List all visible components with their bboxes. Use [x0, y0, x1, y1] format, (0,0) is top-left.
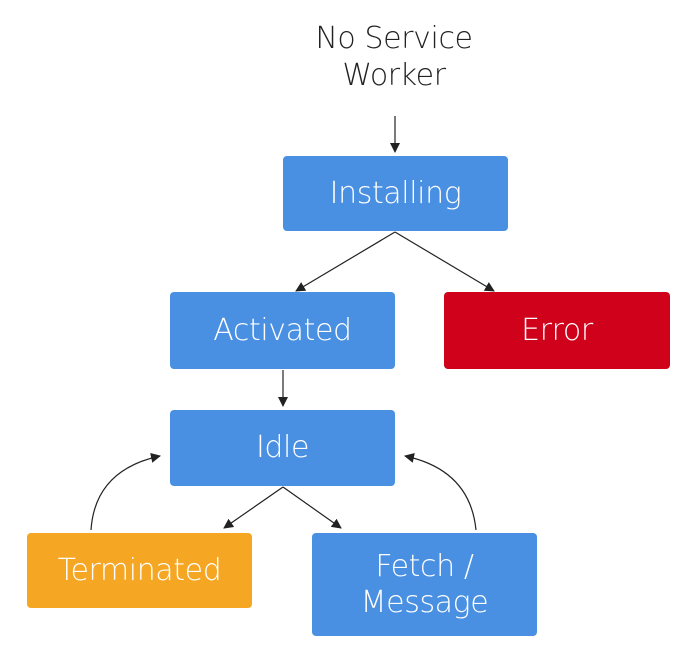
- node-fetch-label-line1: Fetch /: [375, 548, 474, 584]
- start-state-line2: Worker: [342, 58, 446, 93]
- edge-idle-to-terminated: [223, 486, 284, 529]
- edge-installing-to-error: [394, 231, 495, 292]
- node-fetch-message: Fetch / Message: [312, 533, 537, 636]
- edge-installing-to-activated: [295, 231, 396, 292]
- node-terminated-label: Terminated: [57, 552, 222, 588]
- node-fetch-label-line2: Message: [360, 584, 489, 620]
- node-installing: Installing: [283, 156, 508, 231]
- node-activated: Activated: [170, 292, 395, 369]
- start-state-line1: No Service: [315, 21, 473, 56]
- node-installing-label: Installing: [329, 175, 462, 211]
- start-state-label: No Service Worker: [244, 20, 544, 94]
- node-idle: Idle: [170, 410, 395, 486]
- edge-terminated-to-idle: [90, 453, 161, 531]
- node-activated-label: Activated: [213, 312, 352, 348]
- node-terminated: Terminated: [27, 533, 252, 608]
- edge-idle-to-fetch: [282, 486, 342, 529]
- edge-fetch-to-idle: [404, 453, 477, 531]
- node-idle-label: Idle: [255, 430, 310, 465]
- node-error: Error: [444, 292, 670, 369]
- node-error-label: Error: [521, 312, 593, 348]
